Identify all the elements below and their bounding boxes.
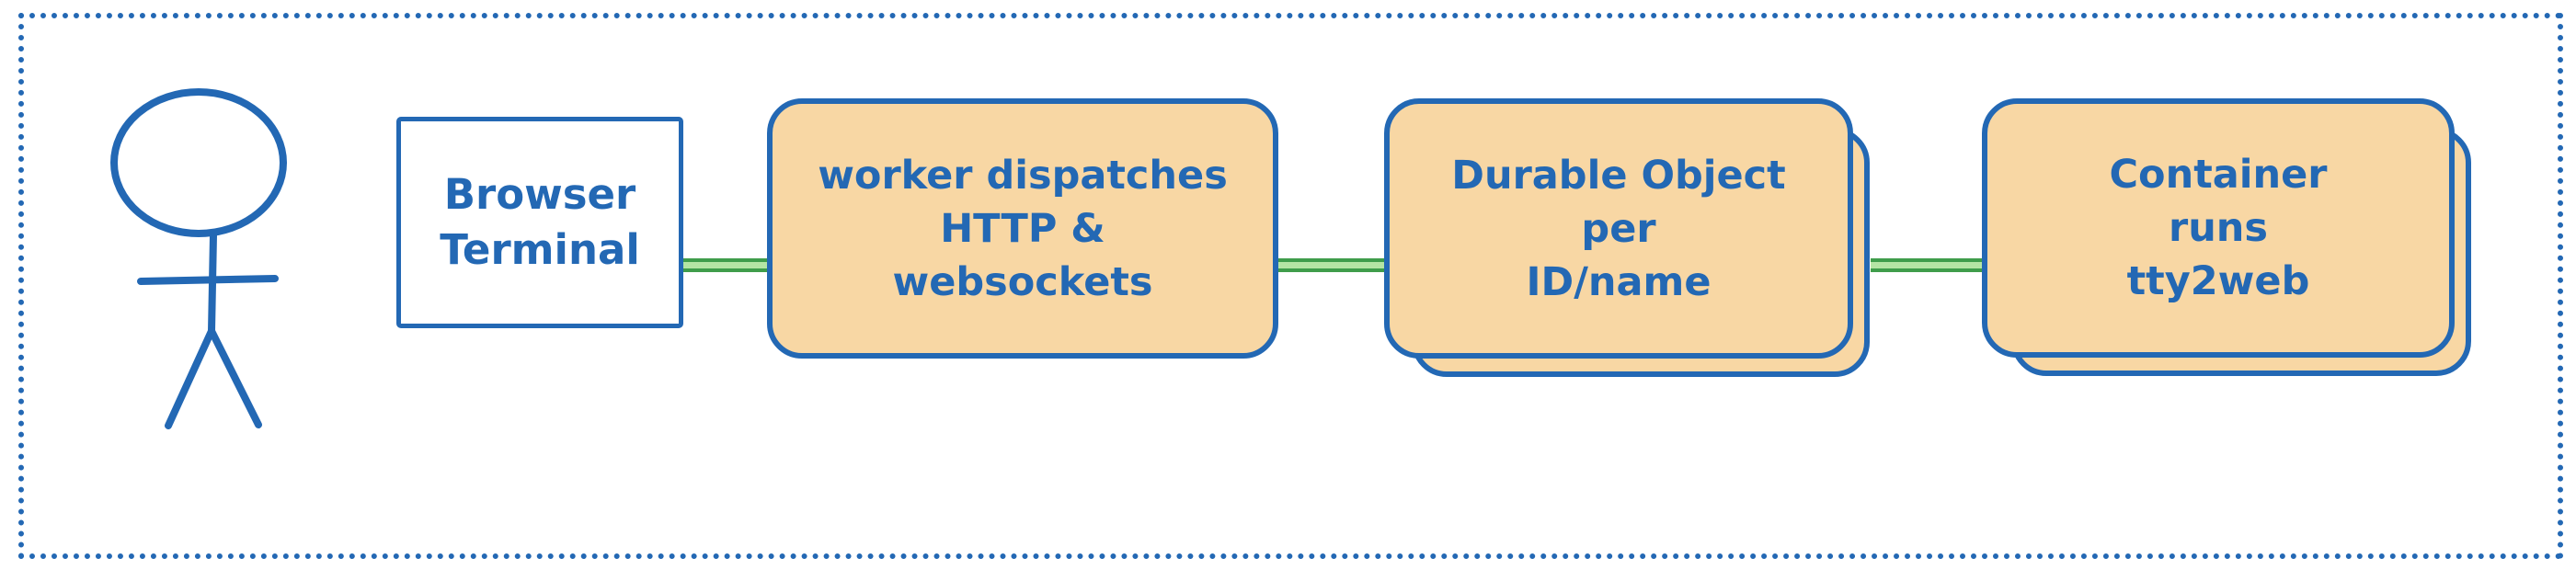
- node-label-line: runs: [2168, 205, 2269, 251]
- node-label-line: ID/name: [1526, 258, 1712, 305]
- browser-terminal-node: Browser Terminal: [396, 117, 683, 328]
- node-label-line: worker dispatches: [818, 152, 1228, 199]
- user-stick-figure-icon: [110, 88, 287, 429]
- dotted-border-frame: [18, 13, 2563, 559]
- stick-figure-head: [110, 88, 287, 237]
- container-node: Container runs tty2web: [1982, 98, 2455, 358]
- node-label-line: tty2web: [2126, 258, 2310, 304]
- connector-durable-object-to-container: [1871, 258, 1986, 272]
- node-label-line: websockets: [892, 258, 1153, 305]
- node-label-line: per: [1581, 205, 1656, 252]
- stick-figure-right-leg: [208, 327, 262, 428]
- node-label-line: Terminal: [440, 225, 640, 274]
- node-label-line: Durable Object: [1451, 152, 1786, 199]
- node-label-line: Browser: [443, 170, 636, 219]
- connector-worker-to-durable-object: [1264, 258, 1389, 272]
- node-label-line: Container: [2109, 152, 2328, 198]
- stick-figure-left-leg: [165, 327, 215, 429]
- stick-figure-arms: [137, 275, 279, 285]
- node-label-line: HTTP &: [940, 205, 1105, 252]
- connector-browser-to-worker: [670, 258, 773, 272]
- durable-object-node: Durable Object per ID/name: [1384, 98, 1853, 359]
- worker-node: worker dispatches HTTP & websockets: [767, 98, 1278, 359]
